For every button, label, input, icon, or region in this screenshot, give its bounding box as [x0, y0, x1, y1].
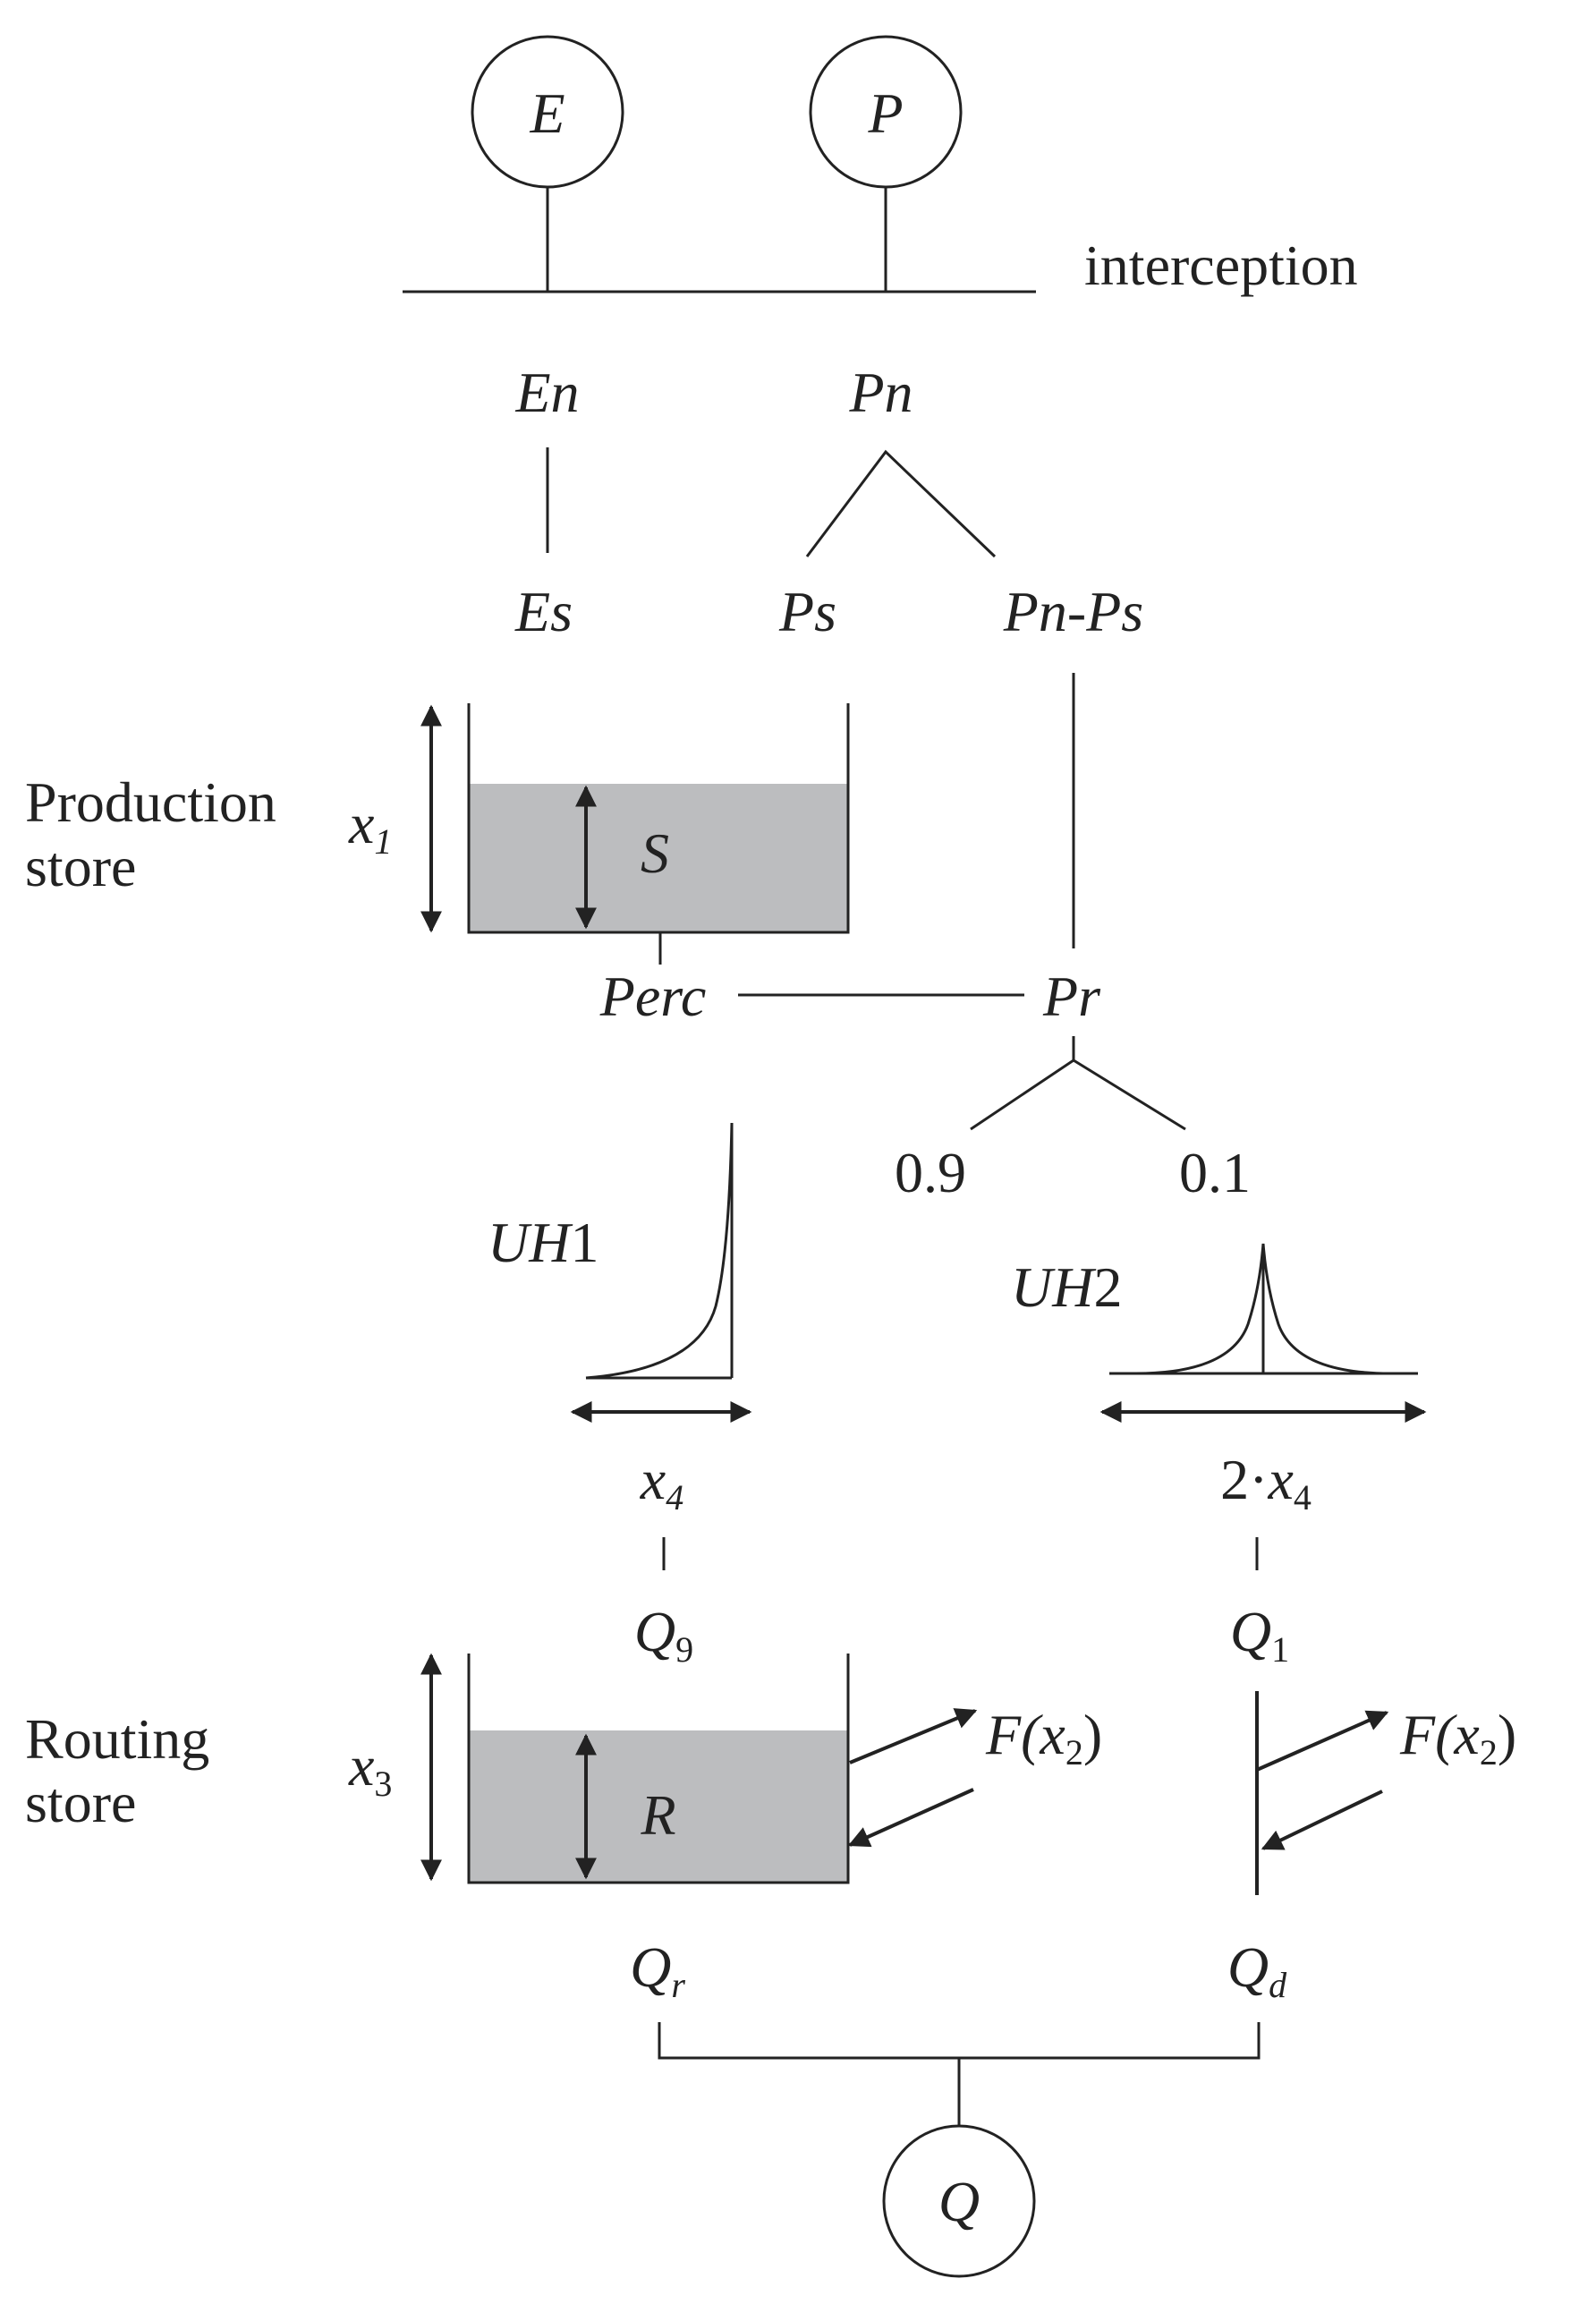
routing-store-fill [469, 1730, 848, 1883]
x3-label: x3 [348, 1734, 392, 1804]
evap-label: E [529, 81, 565, 145]
q-label: Q [938, 2170, 980, 2233]
pn-label: Pn [848, 361, 913, 424]
x1-label: x1 [348, 792, 392, 862]
uh1-curve [585, 1122, 734, 1380]
routing-store: R [467, 1654, 850, 1884]
routing-exchange-in-arrow [847, 1788, 974, 1848]
interception-label: interception [1084, 234, 1358, 297]
s-label: S [641, 821, 669, 885]
direct-exchange-label: F(x2) [1399, 1703, 1516, 1773]
uh1-x4-label: x4 [640, 1448, 683, 1518]
direct-exchange-in-arrow [1261, 1790, 1383, 1850]
uh2-label: UH2 [1011, 1255, 1122, 1319]
routing-exchange-label: F(x2) [985, 1703, 1102, 1773]
ps-label: Ps [778, 580, 836, 643]
uh1-label: UH1 [488, 1211, 598, 1274]
production-store-label-1: Production [25, 770, 276, 834]
direct-exchange-out-arrow [1256, 1710, 1389, 1772]
pr-split-line [970, 1058, 1186, 1131]
qd-label: Qd [1227, 1935, 1287, 2005]
production-store-label-2: store [25, 835, 136, 898]
pr-label: Pr [1042, 965, 1101, 1028]
routing-store-tank [467, 1654, 850, 1884]
precip-label: P [867, 81, 903, 145]
evap-input-node: E [471, 35, 624, 189]
production-store: S [467, 703, 850, 934]
routing-store-label-1: Routing [25, 1707, 209, 1771]
perc-label: Perc [599, 965, 706, 1028]
q9-label: Q9 [634, 1600, 693, 1670]
pn-split-line [805, 449, 997, 558]
split-right-label: 0.1 [1179, 1141, 1251, 1204]
precip-input-node: P [809, 35, 963, 189]
q1-label: Q1 [1230, 1600, 1289, 1670]
routing-exchange-out-arrow [849, 1708, 978, 1764]
production-store-fill [469, 784, 848, 932]
en-label: En [514, 361, 579, 424]
uh2-2x4-label: 2·x4 [1220, 1448, 1312, 1518]
uh1-hydrograph [570, 1122, 752, 1423]
r-label: R [640, 1783, 675, 1847]
pn-ps-label: Pn-Ps [1003, 580, 1143, 643]
production-store-tank [467, 703, 850, 934]
split-left-label: 0.9 [895, 1141, 966, 1204]
q-output-node: Q [882, 2124, 1036, 2278]
routing-store-label-2: store [25, 1771, 136, 1834]
uh2-hydrograph [1099, 1243, 1427, 1423]
qr-label: Qr [630, 1935, 685, 2005]
outlet-connector [658, 2022, 1261, 2060]
es-label: Es [514, 580, 573, 643]
